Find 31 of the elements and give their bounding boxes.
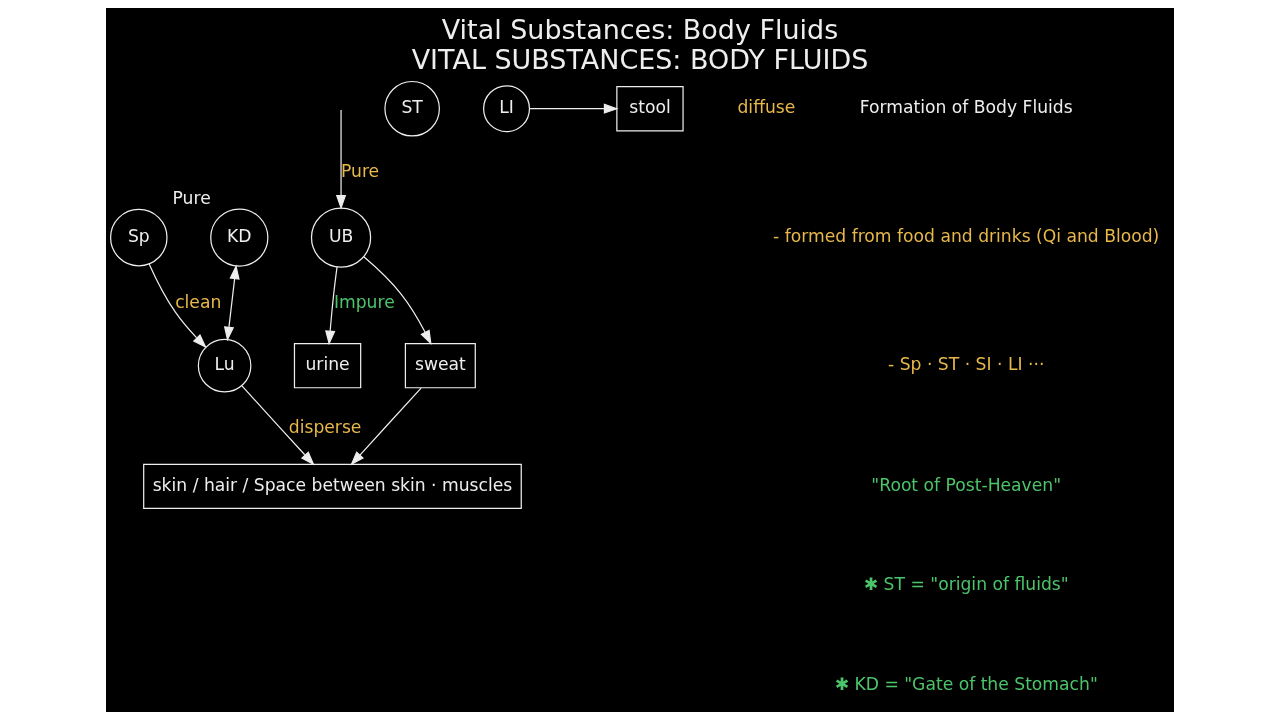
arrow — [363, 256, 432, 346]
node-circle: Sp — [110, 208, 168, 267]
node-circle: ST — [384, 80, 440, 137]
edge-label: Pure — [340, 160, 380, 181]
label: "Root of Post-Heaven" — [871, 474, 1062, 495]
label: - formed from food and drinks (Qi and Blood) — [773, 226, 1160, 247]
node-label: Pure — [172, 188, 211, 209]
edge-label: Impure — [333, 291, 395, 312]
node-box: sweat — [404, 343, 476, 389]
label: diffuse — [737, 97, 796, 118]
label: ✱ KD = "Gate of the Stomach" — [834, 673, 1098, 694]
arrow — [325, 266, 338, 346]
node-box: stool — [616, 86, 684, 132]
node-circle: UB — [310, 207, 372, 268]
node-circle: LI — [483, 85, 531, 133]
arrow — [241, 385, 315, 466]
node-circle: Lu — [197, 338, 252, 393]
edge-label: disperse — [288, 416, 362, 437]
edge-label: clean — [175, 291, 222, 312]
arrow — [529, 103, 619, 114]
arrow — [148, 263, 207, 349]
label: Formation of Body Fluids — [859, 97, 1073, 118]
label: - Sp · ST · SI · LI ··· — [888, 354, 1045, 375]
node-box: urine — [293, 343, 362, 389]
node-box: skin / hair / Space between skin · muscles — [143, 463, 522, 510]
node-circle: KD — [210, 208, 269, 267]
arrow — [350, 387, 422, 466]
label: ✱ ST = "origin of fluids" — [863, 574, 1069, 595]
arrow — [335, 109, 347, 210]
arrow — [223, 264, 240, 342]
diagram-title: Vital Substances: Body Fluids — [441, 14, 839, 46]
